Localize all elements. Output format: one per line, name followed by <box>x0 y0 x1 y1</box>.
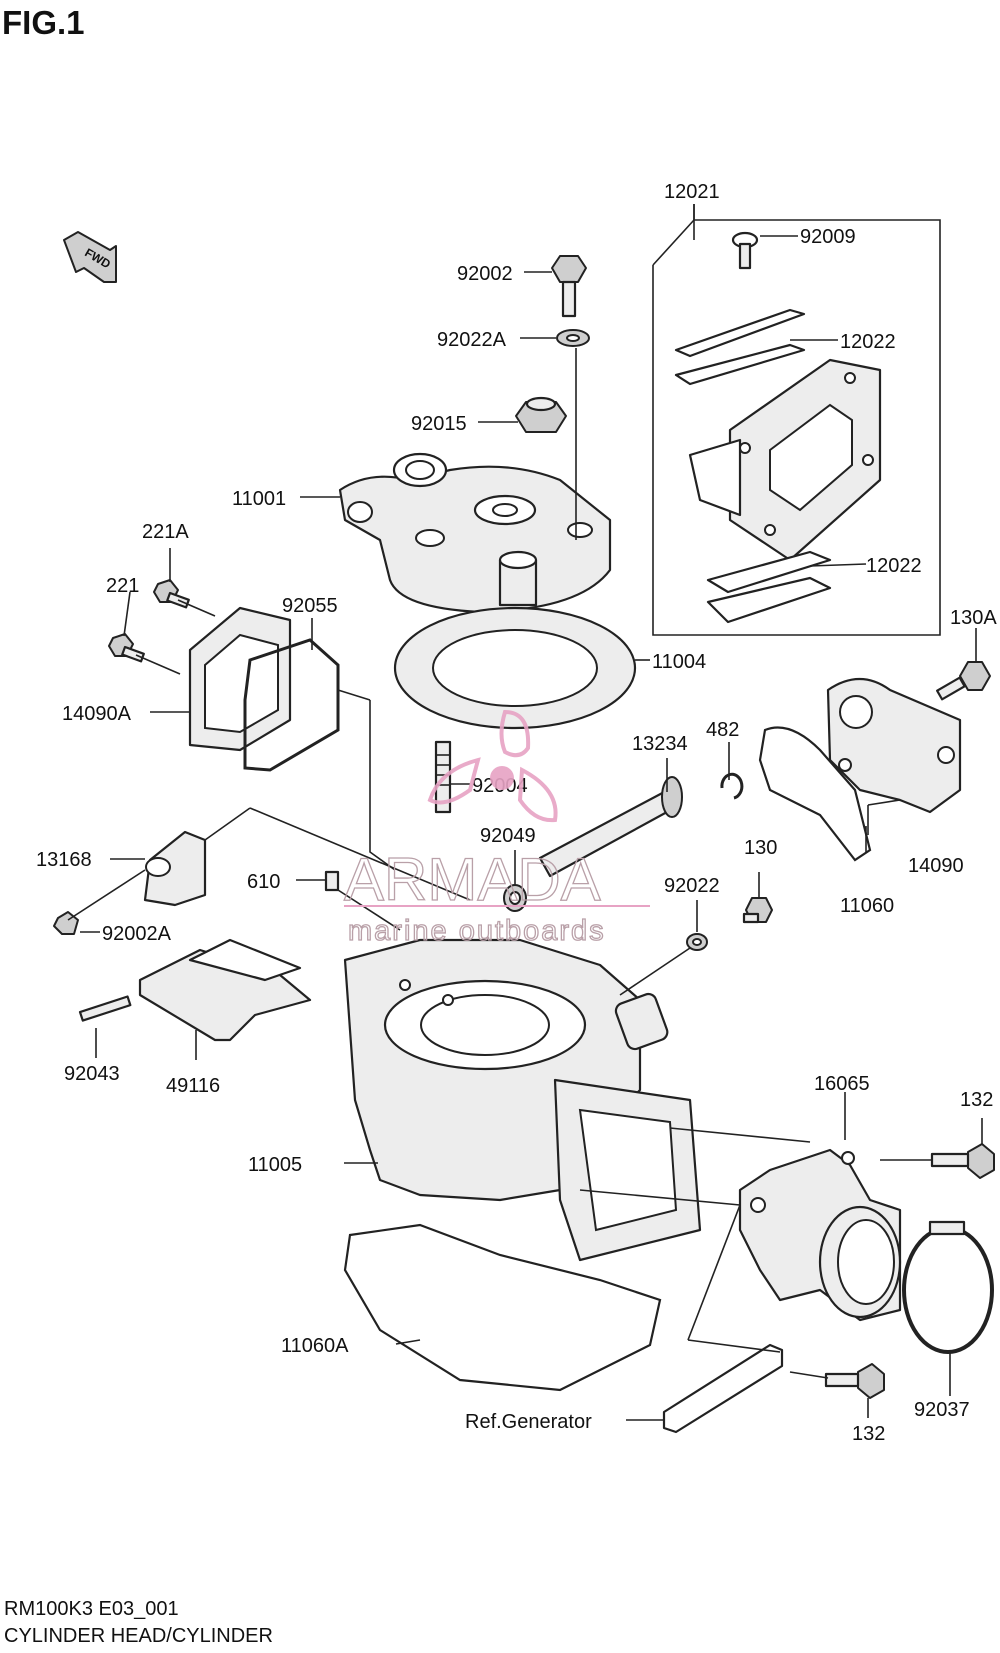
callout-610: 610 <box>247 871 280 893</box>
callout-49116: 49116 <box>166 1075 220 1097</box>
valve-cover-part <box>188 606 292 752</box>
callout-labels: 12021 92009 12022 12022 92002 92022A 920… <box>36 181 997 1445</box>
callout-92043: 92043 <box>64 1063 120 1085</box>
callout-132-bottom: 132 <box>852 1423 885 1445</box>
propeller-logo-icon <box>427 709 558 823</box>
figure-title: FIG.1 <box>2 4 85 41</box>
exhaust-valve-part <box>138 938 312 1042</box>
bypass-pipe-part <box>538 776 683 878</box>
intake-bolt-lower-part <box>824 1363 885 1399</box>
callout-221a: 221A <box>142 521 189 543</box>
reed-petal-upper-part <box>674 308 806 386</box>
callout-14090a: 14090A <box>62 703 132 725</box>
cover-bolt-130a-part <box>936 661 991 701</box>
callout-12021: 12021 <box>664 181 720 203</box>
callout-92002: 92002 <box>457 263 513 285</box>
callout-13168: 13168 <box>36 849 92 871</box>
valve-pin-part <box>78 995 132 1022</box>
callout-12022-bottom: 12022 <box>866 555 922 577</box>
callout-11001: 11001 <box>232 488 286 510</box>
dowel-pin-part <box>324 870 340 892</box>
callout-221: 221 <box>106 575 139 597</box>
callout-11060a: 11060A <box>281 1335 349 1357</box>
intake-pipe-part <box>738 1148 902 1322</box>
leader-lines <box>67 204 983 1421</box>
generator-tab-part <box>662 1343 784 1434</box>
callout-ref-generator: Ref.Generator <box>465 1411 592 1433</box>
reed-petal-lower-part <box>706 550 832 624</box>
callout-132-top: 132 <box>960 1089 993 1111</box>
cover-gasket-part <box>243 638 340 772</box>
cylinder-head-part <box>338 452 612 614</box>
callout-92022a: 92022A <box>437 329 507 351</box>
callout-92055: 92055 <box>282 595 338 617</box>
base-gasket-part <box>343 1223 662 1392</box>
callout-92049: 92049 <box>480 825 536 847</box>
cylinder-part <box>343 938 702 1262</box>
head-nut-part <box>515 396 567 433</box>
exhaust-holder-part <box>143 830 207 907</box>
exhaust-gasket-part <box>758 726 872 862</box>
callout-13234: 13234 <box>632 733 688 755</box>
bolt-130-part <box>742 897 773 924</box>
callout-11004: 11004 <box>652 651 706 673</box>
callout-482: 482 <box>706 719 739 741</box>
callout-12022-top: 12022 <box>840 331 896 353</box>
head-washer-part <box>556 329 590 347</box>
head-bolt-part <box>551 255 587 318</box>
callout-11005: 11005 <box>248 1154 302 1176</box>
watermark-brand: ARMADA <box>344 846 601 913</box>
callout-16065: 16065 <box>814 1073 870 1095</box>
callout-92037: 92037 <box>914 1399 970 1421</box>
callout-14090: 14090 <box>908 855 964 877</box>
callout-11060: 11060 <box>840 895 894 917</box>
callout-130a: 130A <box>950 607 997 629</box>
hose-clamp-part <box>902 1220 994 1354</box>
watermark: ARMADA marine outboards <box>343 709 650 948</box>
watermark-tagline: marine outboards <box>348 915 606 947</box>
callout-92009: 92009 <box>800 226 856 248</box>
fwd-arrow-icon: FWD <box>63 231 117 283</box>
reed-screw-part <box>731 231 759 270</box>
cover-screw-221-part <box>108 633 145 663</box>
head-gasket-part <box>393 606 637 730</box>
reed-block-part <box>688 358 882 562</box>
callout-130: 130 <box>744 837 777 859</box>
washer-92022-part <box>686 933 708 951</box>
exhaust-cover-part <box>826 678 962 814</box>
diagram-code: RM100K3 E03_001 <box>4 1598 179 1620</box>
intake-bolt-upper-part <box>930 1143 995 1179</box>
callout-92002a: 92002A <box>102 923 172 945</box>
diagram-caption: CYLINDER HEAD/CYLINDER <box>4 1625 273 1647</box>
circlip-part <box>720 772 744 800</box>
callout-92022: 92022 <box>664 875 720 897</box>
callout-92015: 92015 <box>411 413 467 435</box>
